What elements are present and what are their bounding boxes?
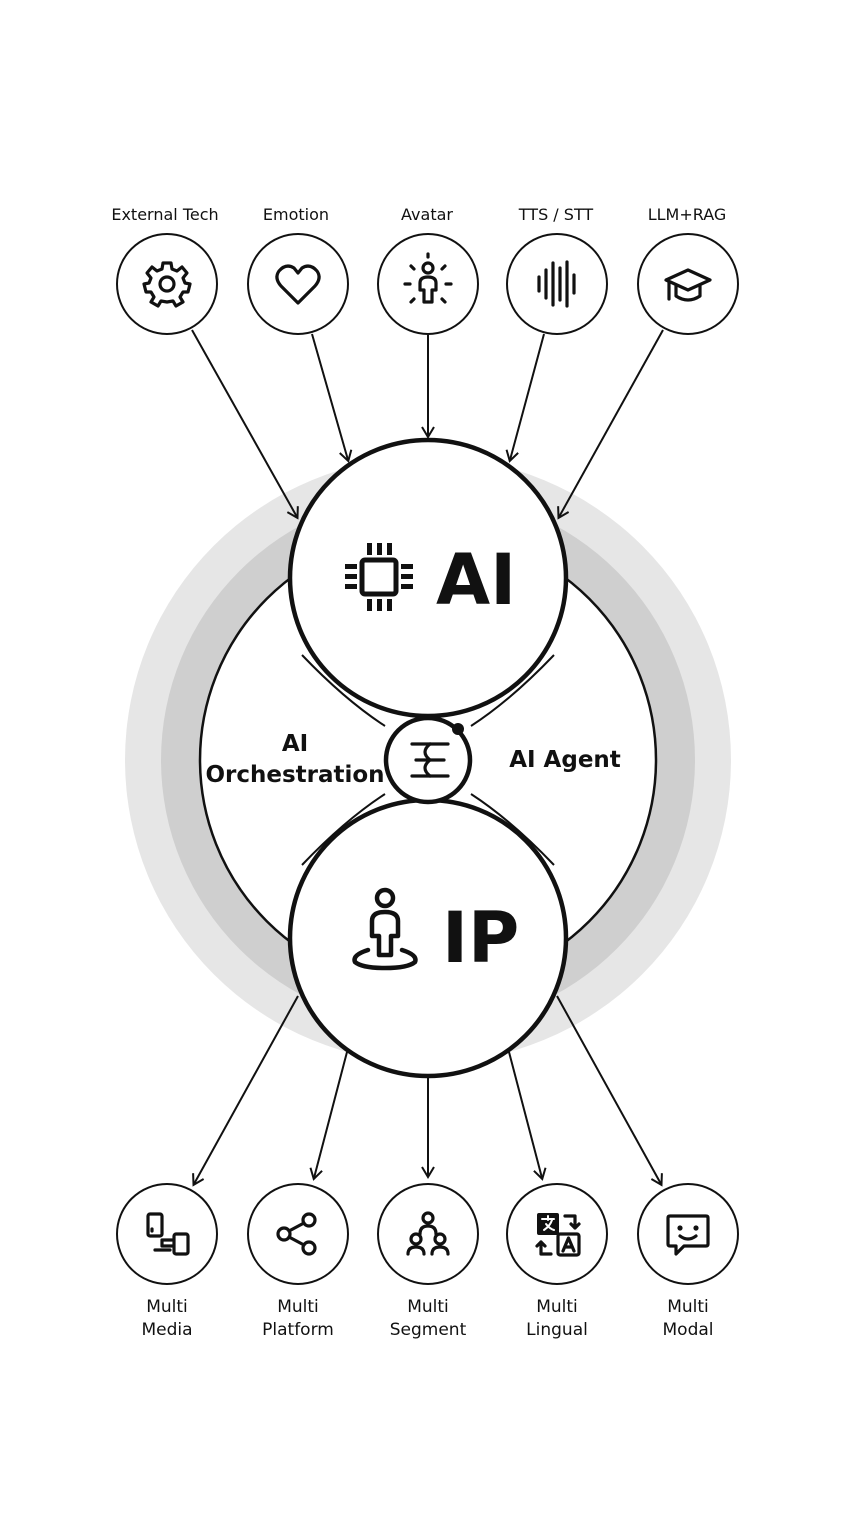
- input-node-external-tech: [116, 233, 218, 335]
- upper-left-contour: [301, 654, 386, 727]
- output-label-multi-modal-line1: Multi: [667, 1297, 709, 1317]
- ip-title: IP: [442, 897, 519, 979]
- ai-title: AI: [436, 539, 516, 621]
- avatar-icon: [403, 252, 453, 304]
- input-node-tts-stt: [506, 233, 608, 335]
- arrow-external-tech: [191, 329, 299, 520]
- gear-icon: [142, 261, 192, 308]
- output-label-multi-media-line1: Multi: [146, 1297, 188, 1317]
- ai-node: [287, 437, 569, 719]
- arrow-tts-stt: [505, 333, 545, 463]
- output-node-multi-modal: [637, 1183, 739, 1285]
- arrow-emotion: [311, 333, 353, 463]
- output-label-multi-segment-line2: Segment: [390, 1320, 467, 1340]
- arrow-multi-media: [192, 995, 299, 1187]
- lower-left-contour: [301, 793, 386, 866]
- arrow-multi-platform: [309, 1051, 348, 1181]
- output-node-multi-media: [116, 1183, 218, 1285]
- output-node-multi-segment: [377, 1183, 479, 1285]
- output-label-multi-modal-line2: Modal: [663, 1320, 714, 1340]
- input-label-tts-stt: TTS / STT: [518, 205, 594, 224]
- e-logo-icon: [410, 742, 450, 778]
- lower-right-contour: [470, 793, 555, 866]
- sound-wave-icon: [537, 260, 576, 308]
- chat-bubble-icon: [666, 1214, 710, 1256]
- arrow-multi-lingual: [508, 1051, 547, 1181]
- arrow-multi-modal: [556, 995, 663, 1187]
- heart-icon: [275, 264, 321, 305]
- hub-dot: [452, 723, 464, 735]
- input-label-emotion: Emotion: [263, 205, 329, 224]
- multi-device-icon: [146, 1212, 190, 1256]
- ip-node: [287, 797, 569, 1079]
- share-icon: [276, 1212, 317, 1256]
- upper-right-contour: [470, 654, 555, 727]
- people-group-icon: [406, 1211, 450, 1256]
- output-label-multi-platform-line2: Platform: [262, 1320, 334, 1340]
- input-node-emotion: [247, 233, 349, 335]
- arrow-llm-rag: [557, 329, 664, 520]
- input-label-llm-rag: LLM+RAG: [648, 205, 727, 224]
- person-on-platform-icon: [352, 887, 418, 971]
- orchestration-label-line2: Orchestration: [205, 762, 384, 788]
- output-label-multi-segment-line1: Multi: [407, 1297, 449, 1317]
- input-node-llm-rag: [637, 233, 739, 335]
- graduation-cap-icon: [664, 268, 712, 302]
- orchestration-label-line1: AI: [282, 731, 308, 757]
- chip-icon: [345, 543, 413, 611]
- ai-agent-label: AI Agent: [509, 747, 621, 773]
- output-label-multi-media-line2: Media: [141, 1320, 192, 1340]
- input-label-avatar: Avatar: [401, 205, 453, 224]
- input-label-external-tech: External Tech: [111, 205, 218, 224]
- output-label-multi-platform-line1: Multi: [277, 1297, 319, 1317]
- translate-icon: [535, 1213, 581, 1257]
- output-label-multi-lingual-line2: Lingual: [526, 1320, 588, 1340]
- output-label-multi-lingual-line1: Multi: [536, 1297, 578, 1317]
- input-node-avatar: [377, 233, 479, 335]
- output-node-multi-platform: [247, 1183, 349, 1285]
